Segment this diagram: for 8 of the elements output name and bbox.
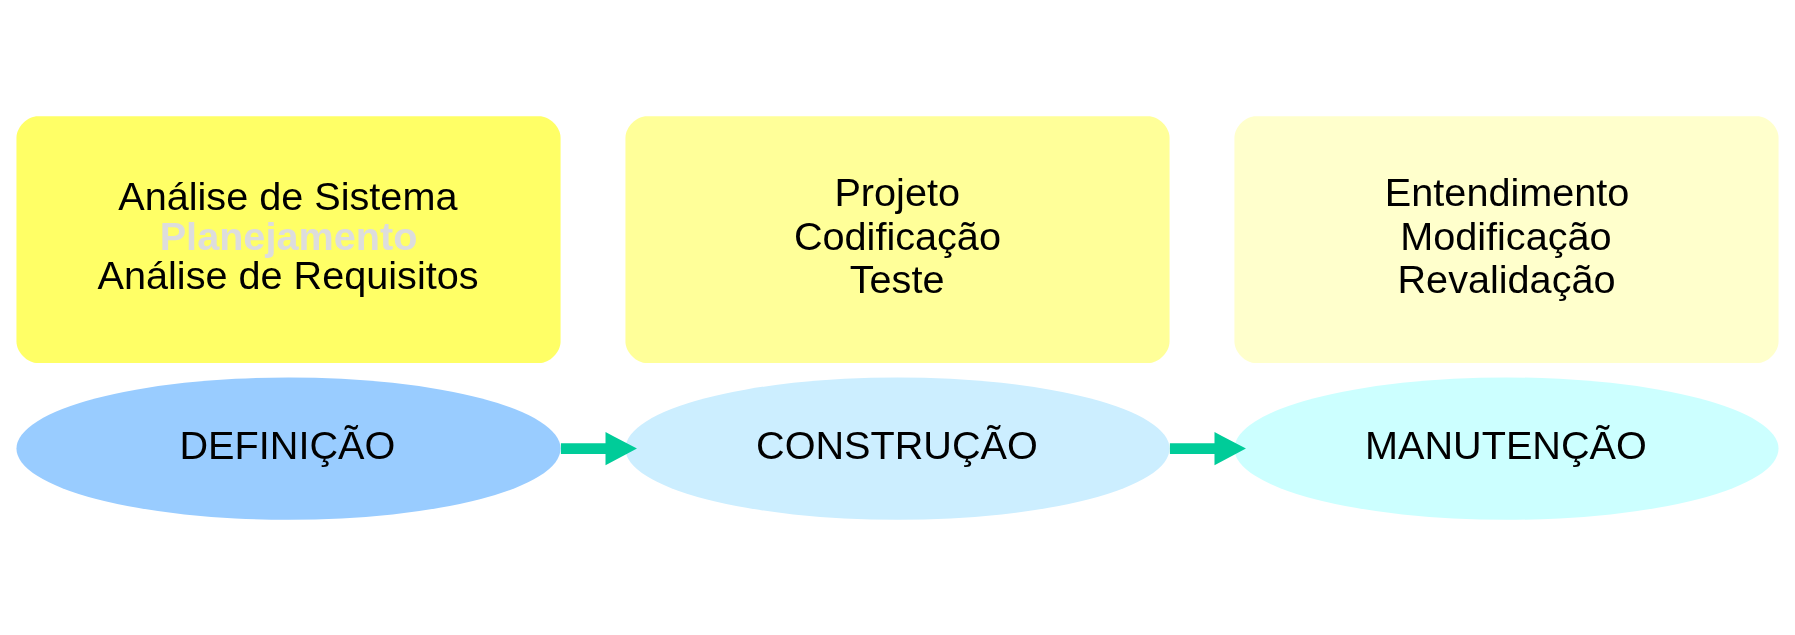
node-box: Análise de Sistema Planejamento Análise de Requisitos	[16, 115, 561, 363]
arrow	[1169, 431, 1246, 465]
node-box: Projeto Codificação Teste	[625, 115, 1170, 363]
arrow	[560, 431, 637, 465]
node-ellipse: MANUTENÇÃO	[1234, 376, 1779, 520]
node-ellipse: DEFINIÇÃO	[16, 376, 561, 520]
node-box: Entendimento Modificação Revalidação	[1234, 115, 1779, 363]
node-ellipse: CONSTRUÇÃO	[625, 376, 1170, 520]
